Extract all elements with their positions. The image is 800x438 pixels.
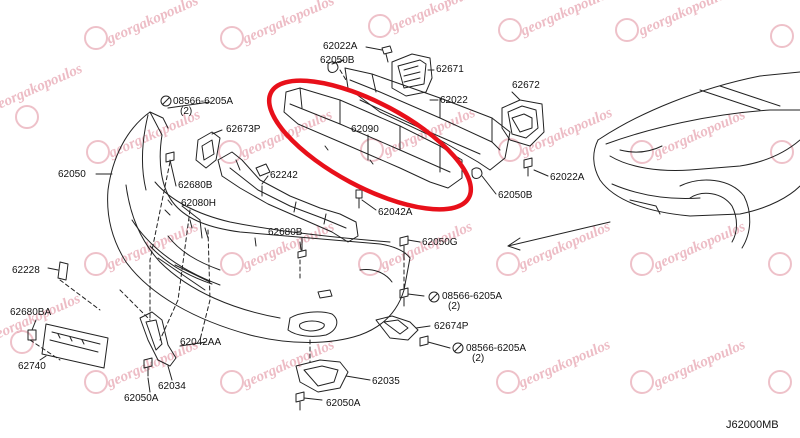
watermark-logo-icon: [630, 370, 654, 394]
part-label-62022a-right: 62022A: [550, 172, 585, 183]
part-label-62050a-left: 62050A: [124, 393, 159, 404]
part-label-62022: 62022: [440, 95, 468, 106]
deflector-62035: [295, 359, 349, 393]
part-label-62672: 62672: [512, 80, 540, 91]
screw-symbol-icon: [160, 95, 172, 107]
part-label-62090: 62090: [351, 124, 379, 135]
highlight-ellipse: [266, 78, 474, 212]
watermark-logo-icon: [770, 24, 794, 48]
part-label-62050a-bottom: 62050A: [326, 398, 361, 409]
watermark-logo-icon: [630, 252, 654, 276]
watermark-logo-icon: [368, 14, 392, 38]
direction-arrow: [507, 221, 611, 251]
watermark-logo-icon: [84, 252, 108, 276]
watermark-logo-icon: [86, 140, 110, 164]
clip-62680ba: [27, 329, 37, 341]
part-label-62050b-top: 62050B: [320, 55, 355, 66]
part-label-62035: 62035: [372, 376, 400, 387]
part-label-62228: 62228: [12, 265, 40, 276]
part-label-62050: 62050: [58, 169, 86, 180]
part-label-62674p: 62674P: [434, 321, 469, 332]
watermark-logo-icon: [768, 370, 792, 394]
screw-symbol-icon: [452, 342, 464, 354]
watermark-logo-icon: [218, 140, 242, 164]
part-label-62680ba: 62680BA: [10, 307, 52, 318]
bracket-62242: [217, 151, 359, 243]
watermark-logo-icon: [498, 138, 522, 162]
part-label-62671: 62671: [436, 64, 464, 75]
part-label-62673p: 62673P: [226, 124, 261, 135]
cover-62228: [57, 261, 69, 281]
watermark-logo-icon: [615, 18, 639, 42]
screw-symbol-icon: [428, 291, 440, 303]
cover-plate-62740: [41, 323, 109, 369]
part-label-08566-mid: 08566-6205A: [442, 291, 503, 302]
part-label-62680b-mid: 62680B: [268, 227, 303, 238]
part-label-08566-low-qty: (2): [472, 353, 485, 364]
energy-absorber-62090: [283, 87, 463, 189]
part-label-62042a: 62042A: [378, 207, 413, 218]
part-label-08566-top-qty: (2): [180, 106, 193, 117]
part-label-08566-mid-qty: (2): [448, 301, 461, 312]
watermark-logo-icon: [84, 370, 108, 394]
watermark-logo-icon: [84, 26, 108, 50]
part-label-62680b-left: 62680B: [178, 180, 213, 191]
part-label-62042aa: 62042AA: [180, 337, 222, 348]
lower-bracket-62034: [139, 311, 177, 367]
watermark-logo-icon: [220, 26, 244, 50]
diagram-code: J62000MB: [726, 419, 779, 431]
watermark-logo-icon: [220, 252, 244, 276]
watermark-logo-icon: [360, 138, 384, 162]
part-label-62050b-right: 62050B: [498, 190, 533, 201]
part-label-62242: 62242: [270, 170, 298, 181]
leader-lines: [31, 46, 549, 401]
part-label-62740: 62740: [18, 361, 46, 372]
part-label-62022a-top: 62022A: [323, 41, 358, 52]
fog-bracket-62674p: [375, 315, 419, 341]
bracket-62671: [391, 53, 433, 97]
part-label-62050g: 62050G: [422, 237, 458, 248]
bolts: [143, 45, 533, 411]
bracket-62672: [501, 99, 545, 147]
vehicle-outline: [593, 71, 800, 249]
bumper-cover-62050: [107, 111, 411, 343]
watermark-logo-icon: [15, 105, 39, 129]
alignment-dashes: [29, 69, 405, 363]
watermark-logo-icon: [768, 252, 792, 276]
watermark-logo-icon: [358, 252, 382, 276]
part-label-62034: 62034: [158, 381, 186, 392]
watermark-logo-icon: [498, 18, 522, 42]
watermark-logo-icon: [220, 370, 244, 394]
bumper-reinforcement-62022: [344, 67, 511, 171]
watermark-logo-icon: [496, 370, 520, 394]
part-label-08566-top: 08566-6205A: [173, 96, 234, 107]
side-bracket-62673p: [195, 131, 221, 169]
watermark-logo-icon: [770, 140, 794, 164]
watermark-logo-icon: [496, 252, 520, 276]
part-label-62080h: 62080H: [181, 198, 217, 209]
part-label-08566-low: 08566-6205A: [466, 343, 527, 354]
